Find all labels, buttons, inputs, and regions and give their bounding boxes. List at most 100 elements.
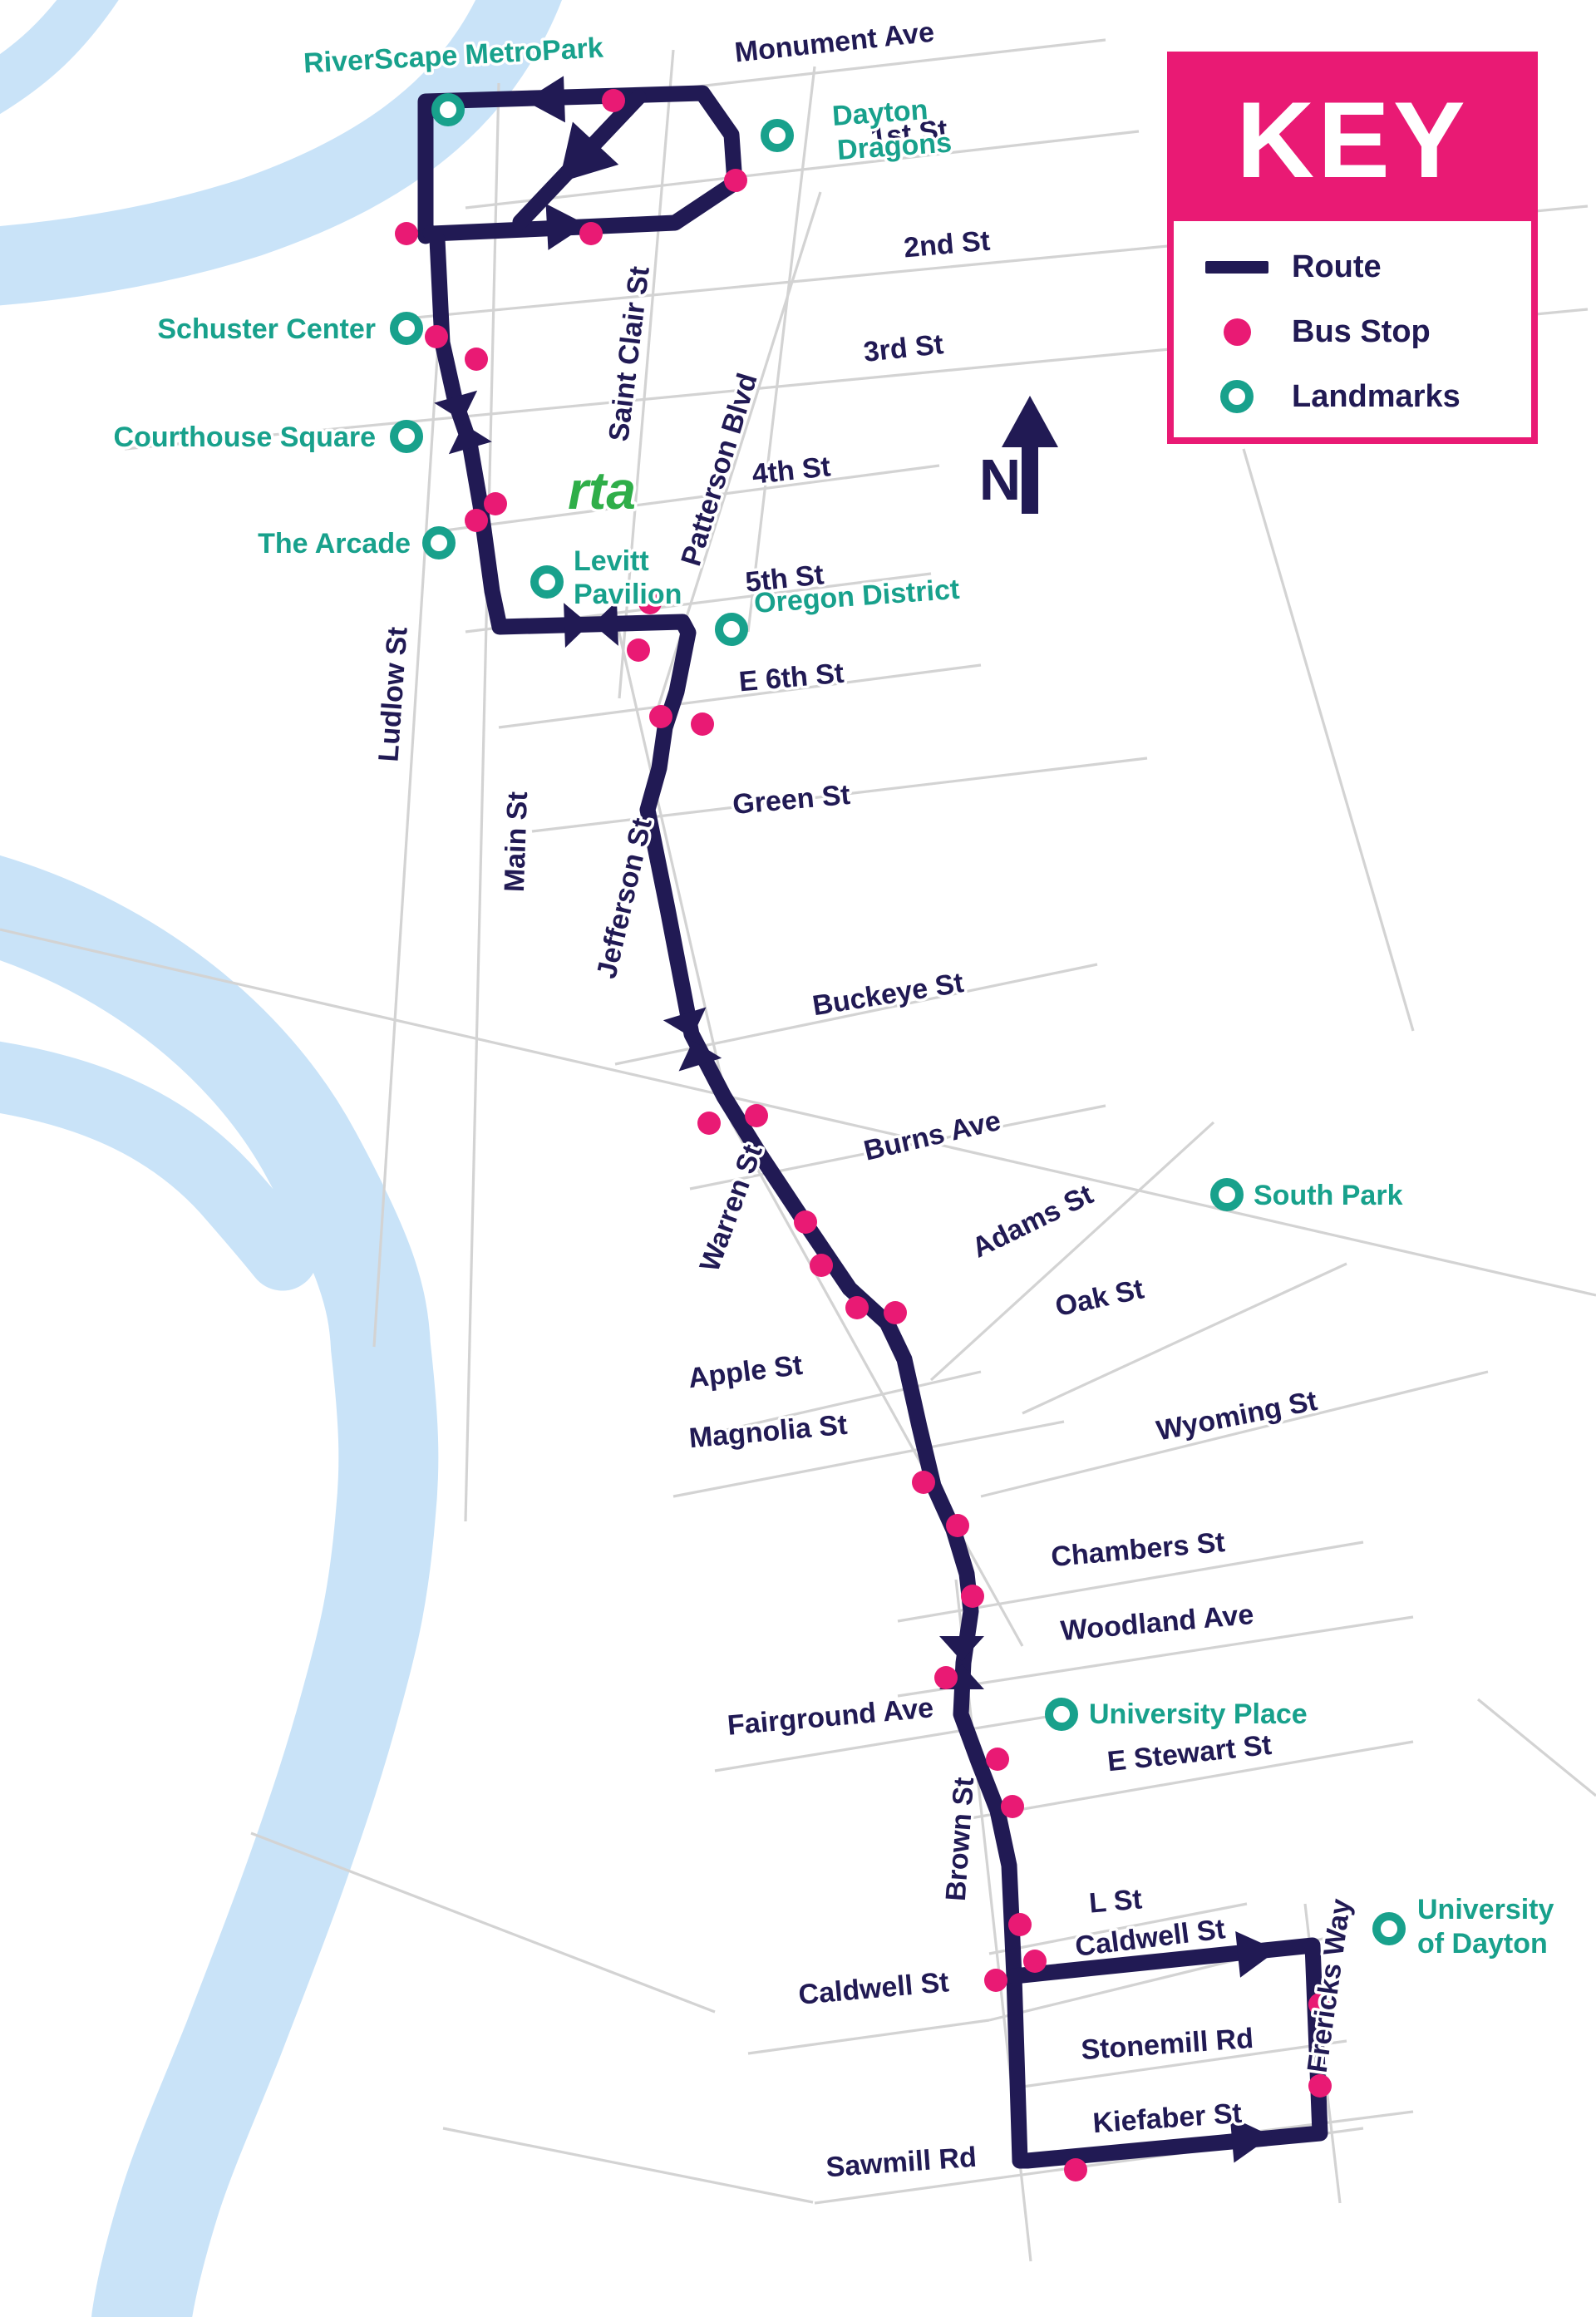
- street-label: Wyoming St: [1154, 1385, 1319, 1447]
- street-label: Woodland Ave: [1059, 1599, 1254, 1647]
- bus-stop-dot: [912, 1471, 935, 1494]
- bus-stop-dot: [395, 222, 418, 245]
- key-item-landmarks: Landmarks: [1202, 371, 1531, 422]
- bus-stop-dot: [484, 492, 507, 515]
- landmark-marker: [431, 93, 465, 126]
- bus-stop-dot: [691, 712, 714, 736]
- route-line: [1006, 1937, 1328, 2169]
- street: [0, 928, 1596, 1297]
- street: [747, 2019, 990, 2055]
- street: [730, 1122, 1024, 1647]
- street: [689, 1104, 1106, 1191]
- bus-stop-dot: [724, 169, 747, 192]
- street-label: Caldwell St: [797, 1966, 950, 2011]
- street-label: Brown St: [940, 1776, 980, 1902]
- street: [955, 1740, 1414, 1822]
- bus-stop-dot: [1008, 1913, 1032, 1936]
- street: [929, 1121, 1215, 1382]
- street: [431, 464, 940, 534]
- bus-stop-dot: [425, 325, 448, 348]
- street: [1022, 2039, 1347, 2088]
- street-label: Chambers St: [1050, 1526, 1226, 1573]
- route-direction-arrow: [559, 121, 619, 183]
- landmark-label: The Arcade: [258, 528, 411, 560]
- street-label: Kiefaber St: [1091, 2098, 1243, 2139]
- bus-stop-dot: [579, 222, 603, 245]
- landmark-marker: [761, 119, 794, 152]
- bus-stop-dot: [649, 705, 672, 728]
- rta-logo: rta: [568, 461, 636, 520]
- bus-stop-dot: [465, 509, 488, 532]
- street: [442, 2127, 814, 2204]
- bus-stop-dot: [961, 1585, 984, 1608]
- route-line: [417, 85, 743, 244]
- bus-stop-dot: [946, 1514, 969, 1537]
- landmark-marker: [1045, 1698, 1078, 1731]
- key-header: KEY: [1174, 58, 1531, 221]
- street: [531, 757, 1148, 833]
- landmark-label: Dayton: [831, 94, 929, 132]
- key-title: KEY: [1236, 79, 1469, 200]
- street: [250, 1831, 716, 2014]
- key-item-route: Route: [1202, 241, 1531, 293]
- street: [464, 82, 500, 1522]
- river: [0, 0, 119, 115]
- bus-stop-dot: [984, 1969, 1007, 1992]
- street: [498, 663, 982, 729]
- street-label: Buckeye St: [810, 967, 966, 1022]
- street-label: Patterson Blvd: [675, 369, 763, 569]
- landmark-label: University Place: [1089, 1698, 1308, 1730]
- street: [1476, 1698, 1596, 1797]
- key-label-landmarks: Landmarks: [1292, 378, 1461, 414]
- key-body: Route Bus Stop Landmarks: [1174, 221, 1531, 422]
- river: [0, 1041, 318, 1291]
- street-label: Burns Ave: [861, 1105, 1004, 1167]
- street-label: Apple St: [687, 1349, 805, 1395]
- bus-stop-dot: [1064, 2158, 1087, 2181]
- street: [746, 66, 816, 633]
- landmark-marker: [1372, 1912, 1406, 1945]
- landmark-marker: [530, 565, 564, 599]
- key-item-bus-stop: Bus Stop: [1202, 306, 1531, 357]
- route-direction-arrow: [1229, 2116, 1272, 2163]
- street-label: Green St: [732, 779, 851, 821]
- key-label-route: Route: [1292, 249, 1382, 284]
- street-label: E 6th St: [737, 658, 845, 698]
- street-label: Oak St: [1052, 1273, 1146, 1323]
- landmark-marker: [390, 420, 423, 453]
- landmark-label: University: [1417, 1894, 1554, 1925]
- street-label: Main St: [499, 791, 534, 893]
- north-label: N: [979, 447, 1022, 512]
- north-arrow: N: [979, 396, 1058, 514]
- bus-stop-dot: [745, 1104, 768, 1127]
- bus-stop-dot: [627, 638, 650, 662]
- route-direction-arrow: [525, 76, 565, 123]
- street: [613, 614, 733, 1123]
- street: [988, 1902, 1248, 1955]
- north-arrow-stem: [1022, 444, 1038, 514]
- street-label: 2nd St: [903, 225, 992, 264]
- street: [672, 1420, 1065, 1498]
- key-label-bus-stop: Bus Stop: [1292, 313, 1431, 349]
- bus-stop-symbol-wrap: [1202, 318, 1272, 346]
- street: [372, 265, 445, 1348]
- route-symbol-wrap: [1202, 260, 1272, 274]
- bus-stop-dot: [1308, 2074, 1332, 2098]
- street: [1242, 448, 1415, 1032]
- landmark-label: Courthouse Square: [114, 421, 376, 453]
- street: [897, 1615, 1414, 1698]
- street: [1022, 1262, 1347, 1415]
- landmark-label: Levitt: [574, 545, 649, 577]
- street-label: Fairground Ave: [726, 1692, 934, 1742]
- bus-stop-dot: [1308, 1993, 1332, 2016]
- bus-stop-dot: [794, 1210, 817, 1234]
- map-key: KEY Route Bus Stop Landmarks: [1167, 52, 1538, 444]
- route-line-symbol: [1205, 260, 1268, 274]
- landmark-marker: [1210, 1178, 1244, 1211]
- street-label: Warren St: [694, 1141, 769, 1276]
- bus-stop-dot: [884, 1301, 907, 1324]
- landmark-marker: [422, 526, 456, 560]
- bus-stop-dot: [638, 591, 662, 614]
